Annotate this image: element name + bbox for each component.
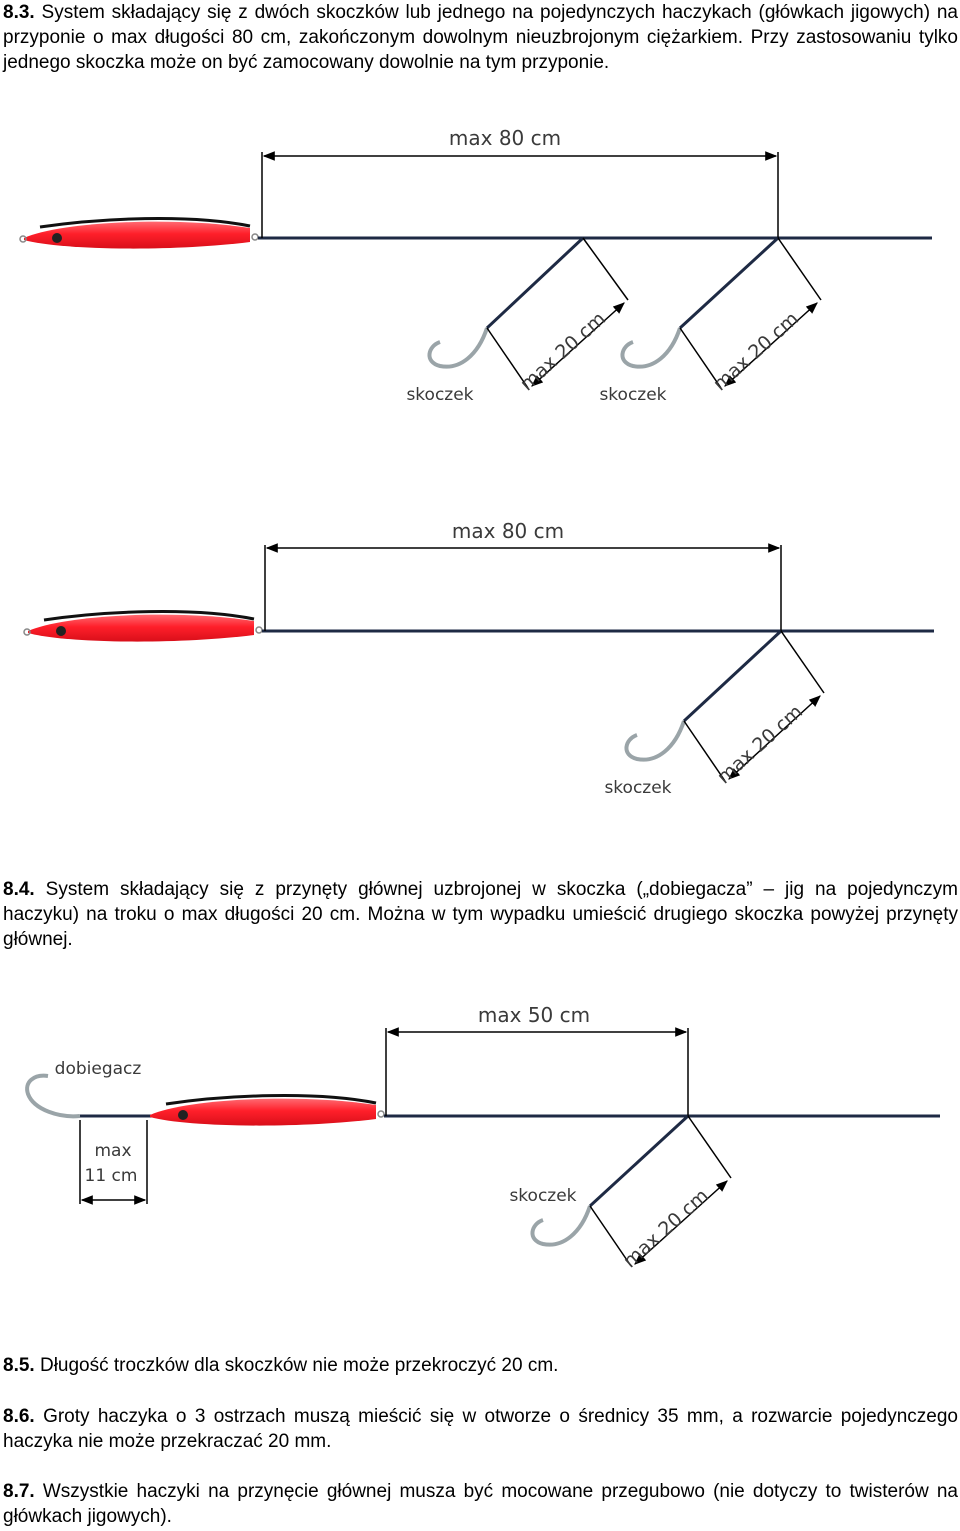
section-8-3: 8.3. System składający się z dwóch skocz… xyxy=(3,0,958,75)
section-text: System składający się z dwóch skoczków l… xyxy=(3,2,959,73)
dropper-label: max 20 cm xyxy=(516,308,610,396)
hook-label: skoczek xyxy=(604,778,671,798)
rig-diagram-two-droppers: max 80 cm max 20 cm skoczek max 20 cm sk… xyxy=(19,126,932,405)
lure-icon xyxy=(19,217,259,249)
dropper-1: max 20 cm skoczek xyxy=(406,236,629,405)
section-text: Długość troczków dla skoczków nie może p… xyxy=(39,1355,559,1376)
section-text: Groty haczyka o 3 ostrzach muszą mieścić… xyxy=(3,1406,958,1452)
rig-diagram-dobiegacz: dobiegacz max 11 cm max 50 cm max 20 cm … xyxy=(25,1003,940,1273)
section-8-4: 8.4. System składający się z przynęty gł… xyxy=(3,877,958,952)
hook-icon xyxy=(620,327,682,369)
short-label-2: 11 cm xyxy=(85,1166,138,1186)
section-number: 8.4. xyxy=(3,879,35,900)
dobiegacz-hook: dobiegacz max 11 cm xyxy=(25,1059,152,1205)
hook-icon xyxy=(530,1205,592,1247)
section-8-6: 8.6. Groty haczyka o 3 ostrzach muszą mi… xyxy=(3,1404,958,1454)
section-8-5: 8.5. Długość troczków dla skoczków nie m… xyxy=(3,1353,958,1378)
dropper-2: max 20 cm skoczek xyxy=(599,236,822,405)
span-label: max 50 cm xyxy=(478,1003,590,1027)
section-text: System składający się z przynęty głównej… xyxy=(3,879,959,950)
dropper: max 20 cm skoczek xyxy=(604,629,825,798)
section-number: 8.3. xyxy=(3,2,35,23)
dropper-label: max 20 cm xyxy=(619,1185,713,1273)
hook-icon xyxy=(624,720,686,762)
hook-label: skoczek xyxy=(406,385,473,405)
span-label: max 80 cm xyxy=(449,126,561,150)
dropper-label: max 20 cm xyxy=(713,701,807,789)
section-8-7: 8.7. Wszystkie haczyki na przynęcie głów… xyxy=(3,1479,958,1529)
section-number: 8.7. xyxy=(3,1481,35,1502)
span-label: max 80 cm xyxy=(452,519,564,543)
hook-label: skoczek xyxy=(509,1186,576,1206)
dropper-label: max 20 cm xyxy=(709,308,803,396)
lure-icon xyxy=(150,1094,385,1126)
short-label-1: max xyxy=(94,1141,131,1161)
rig-diagram-one-dropper: max 80 cm max 20 cm skoczek xyxy=(23,519,934,798)
section-text: Wszystkie haczyki na przynęcie głównej m… xyxy=(3,1481,958,1527)
lure-icon xyxy=(23,610,263,642)
dropper: max 20 cm skoczek xyxy=(509,1114,732,1273)
hook-icon xyxy=(25,1073,81,1119)
hook-label: skoczek xyxy=(599,385,666,405)
section-number: 8.6. xyxy=(3,1406,35,1427)
section-number: 8.5. xyxy=(3,1355,35,1376)
hook-icon xyxy=(427,327,489,369)
front-hook-label: dobiegacz xyxy=(55,1059,142,1079)
